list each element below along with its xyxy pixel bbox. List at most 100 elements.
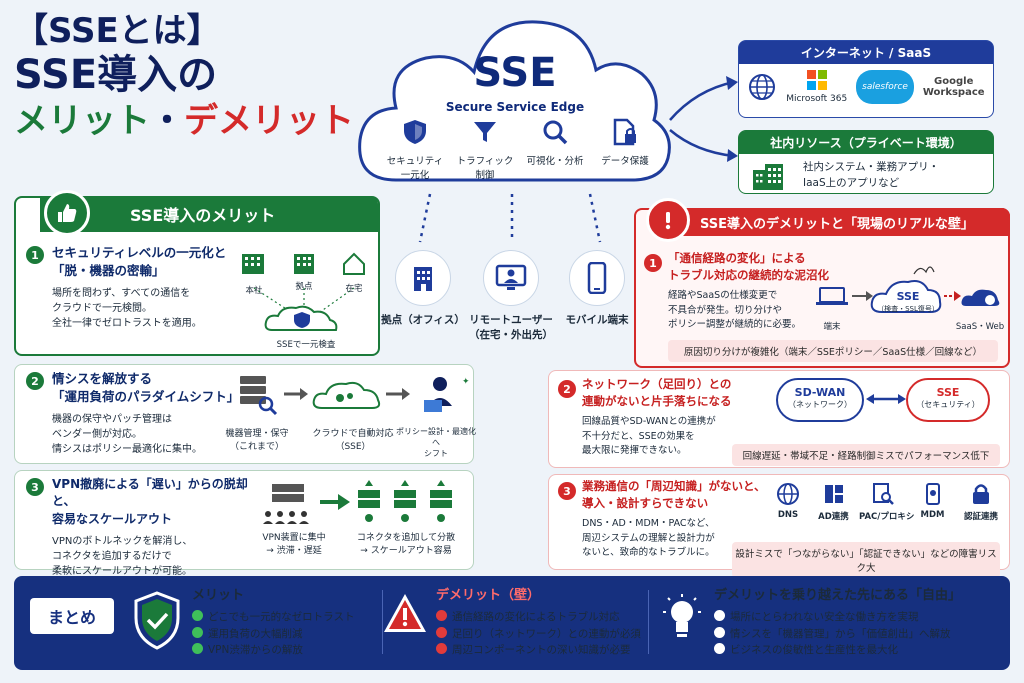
office-buildings-icon (753, 163, 783, 190)
merit-number-2: 2 (26, 372, 44, 390)
lightbulb-icon (663, 594, 701, 637)
document-search-icon (873, 483, 894, 505)
demerit-number-1: 1 (644, 254, 662, 272)
merit-number-3: 3 (26, 478, 44, 496)
endpoint-label: 拠点（オフィス） (381, 314, 465, 326)
title-line3: メリット・デメリット (14, 100, 354, 141)
feature-visibility: 可視化・分析 (520, 118, 590, 167)
component-dns: DNS (768, 482, 808, 528)
feature-label: セキュリティ 一元化 (386, 156, 444, 181)
merit2-diagram-graphic: ✦ (240, 376, 470, 416)
smartphone-icon (587, 262, 607, 294)
merit-number-1: 1 (26, 246, 44, 264)
merit2-label-left: 機器管理・保守 （これまで） (225, 429, 289, 452)
demerit3-note: 設計ミスで「つながらない」「認証できない」などの障害リスク大 (732, 542, 1000, 578)
title-line1: 【SSEとは】 (14, 11, 221, 51)
component-label: MDM (920, 510, 945, 520)
title-dot: ・ (150, 100, 184, 141)
component-auth: 認証連携 (958, 482, 1004, 528)
title-line2: SSE導入の (14, 51, 218, 98)
merit-heading: VPN撤廃による「遅い」からの脱却と、 容易なスケールアウト (52, 477, 248, 526)
component-mdm: MDM (913, 482, 953, 528)
summary-freedom-point: 場所にとらわれない安全な働き方を実現 (714, 609, 1004, 626)
summary-demerit: デメリット（壁） 通信経路の変化によるトラブル対応 足回り（ネットワーク）との連… (436, 586, 646, 659)
cloud-shape (358, 20, 671, 182)
microsoft-logo: Microsoft 365 (786, 70, 847, 104)
demerit1-label-sse-sub: （検査・SSL復号） (877, 305, 939, 313)
globe-icon (777, 483, 799, 505)
monitor-user-icon (495, 264, 527, 290)
demerit-number-3: 3 (558, 482, 576, 500)
summary-merit-point: VPN渋滞からの解放 (192, 642, 382, 659)
check-icon (714, 643, 725, 655)
summary-freedom-point: ビジネスの俊敏性と生産性を最大化 (714, 642, 1004, 659)
point-text: VPN渋滞からの解放 (208, 644, 303, 657)
endpoint-office: 拠点（オフィス） (378, 250, 468, 327)
title-demerit: デメリット (184, 100, 354, 141)
feature-label: 可視化・分析 (526, 156, 584, 167)
endpoint-mobile: モバイル端末 (552, 250, 642, 327)
demerit1-label-terminal: 端末 (823, 322, 841, 332)
warning-badge (646, 198, 690, 242)
merit-body: 場所を問わず、すべての通信を クラウドで一元検閲。 全社一律でゼロトラストを適用… (52, 288, 202, 330)
demerit-item-2: ネットワーク（足回り）との 連動がないと片手落ちになる 回線品質やSD-WANと… (582, 376, 782, 458)
merit-heading: 情シスを解放する 「運用負荷のパラダイムシフト」 (52, 371, 240, 405)
summary-freedom-title: デメリットを乗り越えた先にある「自由」 (714, 588, 962, 603)
sse-node-sub: （セキュリティ） (916, 400, 980, 409)
summary-divider (382, 590, 383, 654)
check-icon (192, 626, 203, 638)
point-text: ビジネスの俊敏性と生産性を最大化 (730, 644, 898, 657)
point-text: 情シスを「機器管理」から「価値創出」へ解放 (730, 627, 951, 640)
merit-item-3: VPN撤廃による「遅い」からの脱却と、 容易なスケールアウト VPNのボトルネッ… (52, 476, 262, 579)
shield-check-icon (134, 591, 180, 650)
funnel-icon (474, 122, 496, 142)
merit3-label-right: コネクタを追加して分散 → スケールアウト容易 (356, 533, 456, 556)
svg-text:✦: ✦ (462, 377, 470, 387)
merit-body: VPNのボトルネックを解消し、 コネクタを追加するだけで 柔軟にスケールアウトが… (52, 536, 193, 578)
summary-demerit-point: 周辺コンポーネントの深い知識が必要 (436, 642, 646, 659)
demerit1-diagram: 端末 SSE （検査・SSL復号） SaaS・Web (806, 262, 1006, 338)
merit1-label-home: 在宅 (345, 284, 363, 294)
sdwan-label: SD-WAN (794, 386, 846, 399)
merit2-label-right: ポリシー設計・最適化へ シフト (396, 427, 476, 458)
point-text: 場所にとらわれない安全な働き方を実現 (730, 610, 919, 623)
mobile-gear-icon (925, 483, 940, 505)
point-text: 周辺コンポーネントの深い知識が必要 (452, 644, 631, 657)
demerit-item-3: 業務通信の「周辺知識」がないと、 導入・設計すらできない DNS・AD・MDM・… (582, 478, 782, 560)
summary-bar (14, 576, 1010, 670)
building-icon (414, 267, 432, 291)
internet-saas-header: インターネット / SaaS (739, 41, 993, 64)
merit2-label-middle: クラウドで自動対応 （SSE） (312, 429, 394, 452)
component-label: 認証連携 (963, 512, 998, 522)
sdwan-sub: （ネットワーク） (788, 400, 852, 409)
feature-traffic: トラフィック 制御 (450, 118, 520, 181)
shield-icon (404, 120, 426, 144)
demerit-body: 経路やSaaSの仕様変更で 不具合が発生。切り分けや ポリシー調整が継続的に必要… (668, 290, 802, 330)
feature-label: データ保護 (601, 156, 649, 167)
point-text: 通信経路の変化によるトラブル対応 (452, 610, 620, 623)
point-text: 足回り（ネットワーク）との連動が必須 (452, 627, 641, 640)
component-label: DNS (777, 510, 799, 520)
component-pac: PAC/プロキシ (859, 482, 914, 528)
check-icon (192, 609, 203, 621)
merit3-label-left: VPN装置に集中 → 渋滞・遅延 (262, 533, 326, 556)
demerit1-label-sse: SSE (896, 290, 920, 303)
merit-item-2: 情シスを解放する 「運用負荷のパラダイムシフト」 機器の保守やパッチ管理は ベン… (52, 370, 242, 457)
demerit2-note: 回線遅延・帯域不足・経路制御ミスでパフォーマンス低下 (732, 444, 1000, 466)
merit-header: SSE導入のメリット (40, 196, 378, 232)
thumbs-up-icon (58, 204, 77, 222)
microsoft-label: Microsoft 365 (786, 94, 848, 104)
sse-cloud: SSE Secure Service Edge セキュリティ 一元化 トラフィッ… (356, 10, 674, 190)
summary-demerit-point: 通信経路の変化によるトラブル対応 (436, 609, 646, 626)
sse-node-label: SSE (936, 386, 960, 399)
demerit-header: SSE導入のデメリットと「現場のリアルな壁」 (676, 208, 1010, 236)
feature-security: セキュリティ 一元化 (380, 118, 450, 181)
internal-resources-text: 社内システム・業務アプリ・ IaaS上のアプリなど (803, 161, 940, 189)
demerit1-diagram-graphic (816, 266, 1000, 313)
check-icon (714, 609, 725, 621)
lock-icon (973, 484, 989, 504)
merit3-diagram: VPN装置に集中 → 渋滞・遅延 コネクタを追加して分散 → スケールアウト容易 (260, 478, 470, 568)
merit1-diagram: 本社 拠点 在宅 SSEで一元検査 (236, 250, 376, 350)
demerit1-label-dest: SaaS・Web (955, 322, 1005, 332)
title-merit: メリット (14, 100, 150, 141)
